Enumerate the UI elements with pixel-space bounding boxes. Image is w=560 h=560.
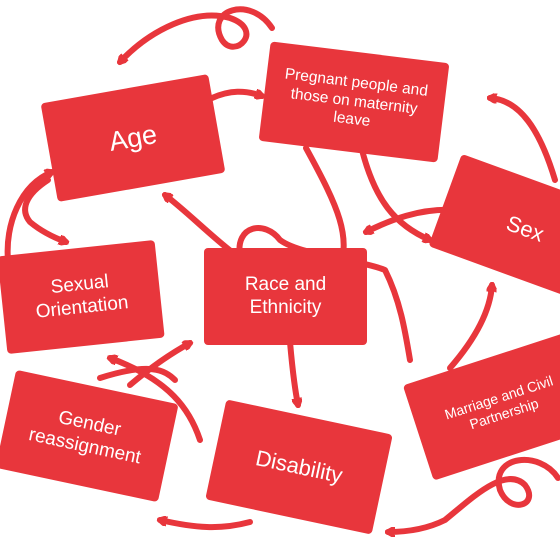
arrow-gender-to-left <box>97 365 178 383</box>
arrow-race-to-age <box>165 192 235 255</box>
arrow-disability-to-gender <box>160 520 253 531</box>
arrow-sex-to-pregnant <box>490 98 558 183</box>
arrow-race-to-disability <box>287 339 298 405</box>
arrow-age-to-pregnant <box>209 88 262 101</box>
arrow-pregnant-to-sex <box>359 147 430 240</box>
arrow-disability-to-sexual-orientation <box>110 358 203 443</box>
arrow-top-loop <box>120 6 275 62</box>
node-race-label: Race and Ethnicity <box>244 273 327 318</box>
node-pregnancy-label: Pregnant people and those on maternity l… <box>283 65 429 131</box>
arrow-to-race-from-left <box>127 340 190 388</box>
node-sexual-orientation-label: Sexual Orientation <box>34 271 130 323</box>
arrow-bottom-loop <box>388 456 560 532</box>
node-marriage-label: Marriage and Civil Partnership <box>442 372 555 433</box>
node-sex-label: Sex <box>503 210 548 247</box>
node-age-label: Age <box>106 118 160 157</box>
arrow-age-to-sexual-orientation <box>22 177 66 242</box>
node-race: Race and Ethnicity <box>204 248 367 345</box>
node-sexual-orientation: Sexual Orientation <box>0 240 165 354</box>
node-disability-label: Disability <box>253 444 345 488</box>
arrow-marriage-to-sex <box>447 285 492 371</box>
arrow-sexual-orientation-to-age <box>4 172 52 263</box>
node-gender-reassignment-label: Gender reassignment <box>26 407 143 469</box>
